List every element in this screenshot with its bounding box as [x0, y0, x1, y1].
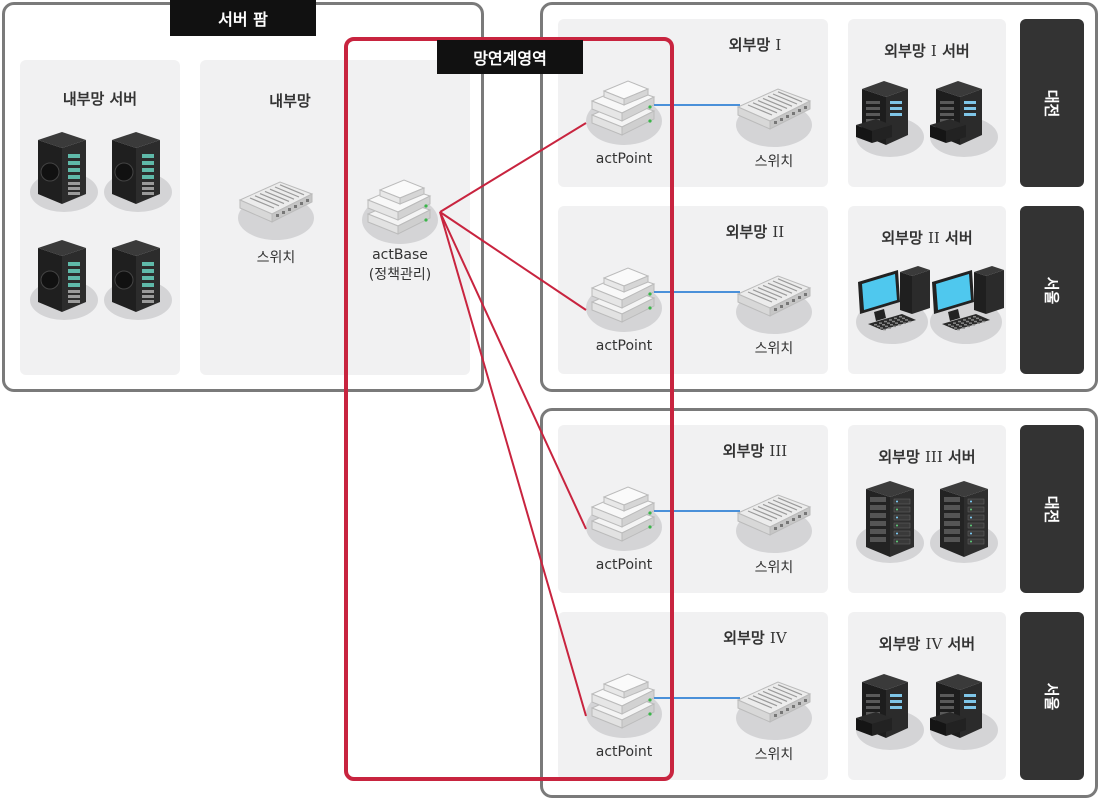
external-server-icon	[928, 73, 1000, 163]
external-server-suffix: 서버	[939, 229, 973, 247]
region-label: 대전	[1020, 19, 1084, 187]
internal-server-icon	[102, 236, 174, 326]
internal-switch-icon	[236, 170, 316, 246]
external-server-title: 외부망 III 서버	[848, 446, 1006, 467]
external-server-prefix: 외부망	[878, 635, 926, 653]
external-network-title: 외부망 IV	[700, 627, 810, 648]
external-server-suffix: 서버	[942, 448, 976, 466]
actpoint-router-icon	[584, 477, 664, 559]
actbase-to-actpoint-line	[439, 211, 587, 530]
link-zone-title: 망연계영역	[437, 40, 583, 74]
external-network-roman: IV	[769, 629, 787, 647]
external-server-title: 외부망 IV 서버	[848, 633, 1006, 654]
actbase-to-actpoint-line	[439, 211, 587, 311]
external-server-roman: II	[927, 229, 940, 247]
internal-server-icon	[28, 128, 100, 218]
external-server-icon	[854, 260, 932, 350]
external-switch-icon	[734, 483, 814, 559]
internal-server-icon	[28, 236, 100, 326]
actpoint-label: actPoint	[595, 744, 653, 760]
external-server-roman: I	[930, 42, 937, 60]
external-server-icon	[854, 73, 926, 163]
external-network-prefix: 외부망	[725, 223, 773, 241]
external-switch-icon	[734, 77, 814, 153]
external-server-roman: IV	[925, 635, 943, 653]
external-switch-label: 스위치	[754, 154, 794, 170]
region-label: 대전	[1020, 425, 1084, 593]
internal-switch-label: 스위치	[256, 250, 296, 266]
link-zone-border	[344, 37, 674, 781]
external-network-prefix: 외부망	[728, 36, 776, 54]
external-server-prefix: 외부망	[878, 448, 925, 466]
external-switch-label: 스위치	[754, 560, 794, 576]
actbase-label: actBase	[372, 247, 428, 263]
actpoint-label: actPoint	[595, 151, 653, 167]
actbase-to-actpoint-line	[439, 211, 587, 717]
external-server-suffix: 서버	[942, 635, 976, 653]
external-switch-label: 스위치	[754, 747, 794, 763]
actpoint-label: actPoint	[595, 338, 653, 354]
external-switch-icon	[734, 264, 814, 340]
actbase-to-actpoint-line	[439, 122, 587, 213]
external-server-icon	[928, 666, 1000, 756]
external-network-title: 외부망 III	[700, 440, 810, 461]
actpoint-router-icon	[584, 258, 664, 340]
external-server-suffix: 서버	[936, 42, 970, 60]
external-server-icon	[854, 666, 926, 756]
external-server-title: 외부망 II 서버	[848, 227, 1006, 248]
actbase-sub-label: (정책관리)	[368, 267, 432, 283]
external-network-roman: II	[772, 223, 785, 241]
external-network-title: 외부망 II	[700, 221, 810, 242]
region-label: 서울	[1020, 206, 1084, 374]
actbase-router-icon	[360, 170, 440, 252]
actpoint-label: actPoint	[595, 557, 653, 573]
external-network-roman: III	[769, 442, 788, 460]
external-switch-icon	[734, 670, 814, 746]
external-server-icon	[928, 479, 1000, 569]
external-server-icon	[854, 479, 926, 569]
external-server-prefix: 외부망	[881, 229, 928, 247]
region-label: 서울	[1020, 612, 1084, 780]
internal-network-title: 내부망	[269, 92, 311, 110]
internal-server-panel	[20, 60, 180, 375]
external-server-prefix: 외부망	[884, 42, 931, 60]
internal-server-icon	[102, 128, 174, 218]
external-server-title: 외부망 I 서버	[848, 40, 1006, 61]
external-network-prefix: 외부망	[723, 629, 770, 647]
actpoint-router-icon	[584, 664, 664, 746]
external-network-title: 외부망 I	[700, 34, 810, 55]
server-farm-title: 서버 팜	[170, 0, 316, 36]
external-server-roman: III	[925, 448, 943, 466]
external-network-roman: I	[775, 36, 782, 54]
external-network-prefix: 외부망	[722, 442, 770, 460]
external-switch-label: 스위치	[754, 341, 794, 357]
external-server-icon	[928, 260, 1006, 350]
internal-server-title: 내부망 서버	[62, 90, 138, 108]
